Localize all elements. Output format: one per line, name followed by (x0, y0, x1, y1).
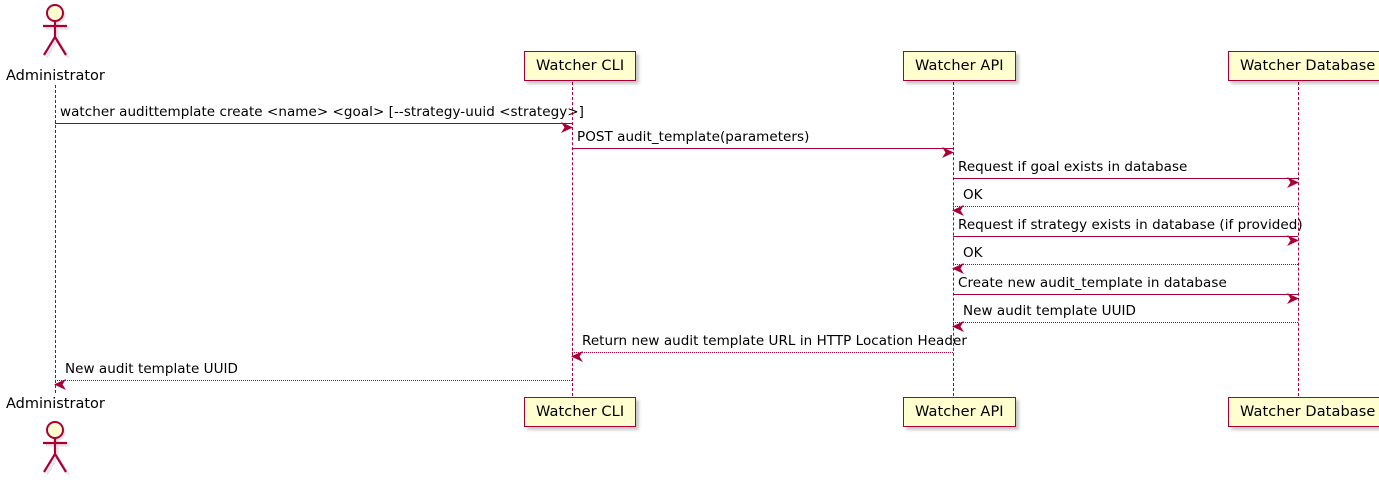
participant-watcher-database-top[interactable]: Watcher Database (1228, 51, 1379, 81)
message-label: New audit template UUID (963, 303, 1136, 319)
participant-watcher-cli-top[interactable]: Watcher CLI (524, 51, 637, 81)
actor-administrator-top (35, 2, 75, 59)
lifeline-watcher-cli (572, 82, 573, 396)
participant-label: Watcher Database (1240, 404, 1376, 420)
arrowhead-left-icon (952, 259, 964, 274)
participant-watcher-cli-bottom[interactable]: Watcher CLI (524, 397, 637, 427)
message-line (572, 352, 953, 353)
message-line (953, 294, 1298, 295)
arrowhead-right-icon (942, 143, 954, 158)
arrowhead-left-icon (952, 201, 964, 216)
lifeline-watcher-database (1298, 82, 1299, 396)
arrowhead-left-icon (54, 375, 66, 390)
message-line (953, 178, 1298, 179)
actor-administrator-bottom (35, 419, 75, 476)
arrowhead-left-icon (952, 317, 964, 332)
participant-watcher-api-top[interactable]: Watcher API (903, 51, 1016, 81)
message-line (953, 206, 1298, 207)
participant-label: Watcher CLI (536, 404, 625, 420)
arrowhead-right-icon (561, 118, 573, 133)
message-line (953, 264, 1298, 265)
actor-label-administrator-bottom: Administrator (6, 396, 105, 412)
message-label: Return new audit template URL in HTTP Lo… (582, 333, 967, 349)
arrowhead-right-icon (1287, 173, 1299, 188)
message-label: Create new audit_template in database (958, 275, 1227, 291)
message-label: OK (963, 187, 983, 203)
actor-label-administrator-top: Administrator (6, 68, 105, 84)
message-label: watcher audittemplate create <name> <goa… (60, 104, 584, 120)
arrowhead-right-icon (1287, 231, 1299, 246)
participant-label: Watcher Database (1240, 58, 1376, 74)
participant-watcher-api-bottom[interactable]: Watcher API (903, 397, 1016, 427)
message-line (953, 322, 1298, 323)
arrowhead-left-icon (571, 347, 583, 362)
message-line (55, 123, 572, 124)
message-line (55, 380, 572, 381)
message-line (953, 236, 1298, 237)
message-label: POST audit_template(parameters) (577, 129, 810, 145)
message-label: Request if strategy exists in database (… (958, 217, 1303, 233)
message-label: New audit template UUID (65, 361, 238, 377)
message-label: OK (963, 245, 983, 261)
participant-watcher-database-bottom[interactable]: Watcher Database (1228, 397, 1379, 427)
lifeline-watcher-api (953, 82, 954, 396)
message-label: Request if goal exists in database (958, 159, 1188, 175)
participant-label: Watcher API (915, 58, 1004, 74)
arrowhead-right-icon (1287, 289, 1299, 304)
participant-label: Watcher CLI (536, 58, 625, 74)
participant-label: Watcher API (915, 404, 1004, 420)
message-line (572, 148, 953, 149)
lifeline-administrator (55, 85, 56, 393)
